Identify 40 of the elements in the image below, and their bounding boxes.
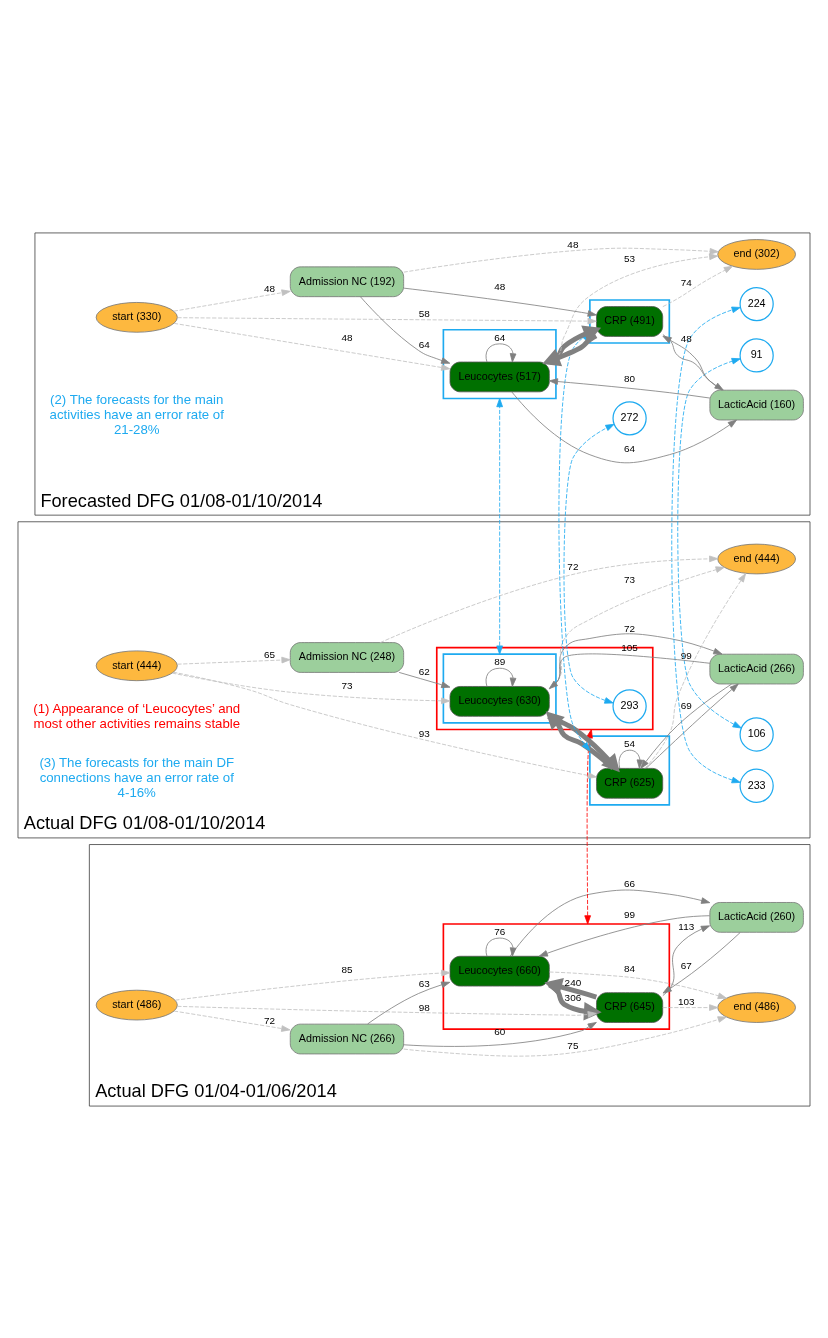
edge-label: 69 (680, 699, 692, 711)
edge-label: 54 (624, 737, 636, 749)
edge-label: 65 (264, 648, 276, 660)
edge-label: 84 (624, 962, 636, 974)
edge-label: 93 (418, 727, 430, 739)
edge-label: 63 (418, 977, 430, 989)
edge-label: 103 (678, 995, 695, 1007)
edge-label: 113 (678, 920, 695, 932)
edge-label: 64 (418, 338, 430, 350)
edge-label: 72 (624, 622, 636, 634)
edge-label: 80 (624, 372, 636, 384)
edge-label: 48 (264, 282, 276, 294)
edge-label: 62 (418, 665, 430, 677)
edge-label: 73 (341, 679, 353, 691)
edge-label: 66 (624, 877, 636, 889)
edge-label: 73 (624, 573, 636, 585)
edge-label: 72 (264, 1014, 276, 1026)
edge-label: 99 (680, 649, 692, 661)
edge-label: 85 (341, 963, 353, 975)
edge-label: 64 (624, 442, 636, 454)
edge-label: 306 (564, 991, 582, 1003)
edge-label: 64 (494, 331, 506, 343)
edge-label: 48 (680, 332, 692, 344)
edge-label: 74 (680, 276, 692, 288)
label: (3) The forecasts for the main DF connections have an error rate of 4-16% (39, 754, 235, 800)
edge-label: 98 (418, 1001, 430, 1013)
edge-label: 72 (567, 560, 579, 572)
edge-label: 240 (564, 976, 582, 988)
label: (1) Appearance of ‘Leucocytes’ and most other activities remains stable (33, 700, 241, 731)
edge-label: 53 (624, 252, 636, 264)
edge-label: 48 (494, 280, 506, 292)
edge-label: 76 (494, 925, 506, 937)
edge-label: 58 (418, 307, 430, 319)
edge-label: 48 (341, 331, 353, 343)
edge-label: 99 (624, 908, 636, 920)
edge-label: 89 (494, 655, 506, 667)
edge-label: 67 (680, 959, 692, 971)
label: (2) The forecasts for the main activities have an error rate of 21-28% (49, 391, 224, 437)
edge-label: 75 (567, 1039, 579, 1051)
edge-label: 48 (567, 238, 579, 249)
